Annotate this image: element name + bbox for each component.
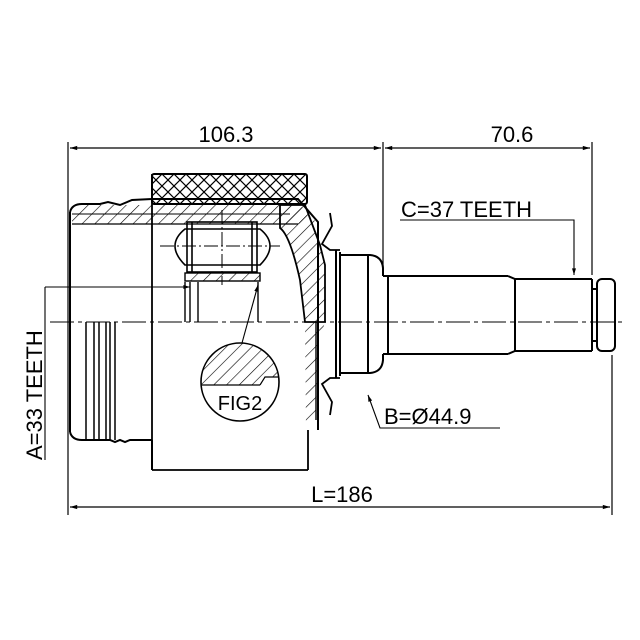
outer-race-housing [69,198,319,470]
housing-grooves [85,322,116,440]
fig2-callout [200,284,280,422]
dimension-overall-length: L=186 [311,482,373,507]
label-fig2: FIG2 [218,393,262,415]
shaft [335,250,616,378]
label-teeth-c: C=37 TEETH [401,197,532,222]
housing-wall-section [279,204,326,323]
label-spline-b: B=Ø44.9 [384,404,471,429]
dimension-70: 70.6 [491,122,534,147]
leader-c [400,219,576,275]
leader-b [367,394,500,429]
extension-lines [67,142,613,515]
boot-clamp [151,173,308,205]
boot-seal [320,212,340,416]
dimension-106: 106.3 [198,122,253,147]
label-teeth-a: A=33 TEETH [22,330,47,460]
